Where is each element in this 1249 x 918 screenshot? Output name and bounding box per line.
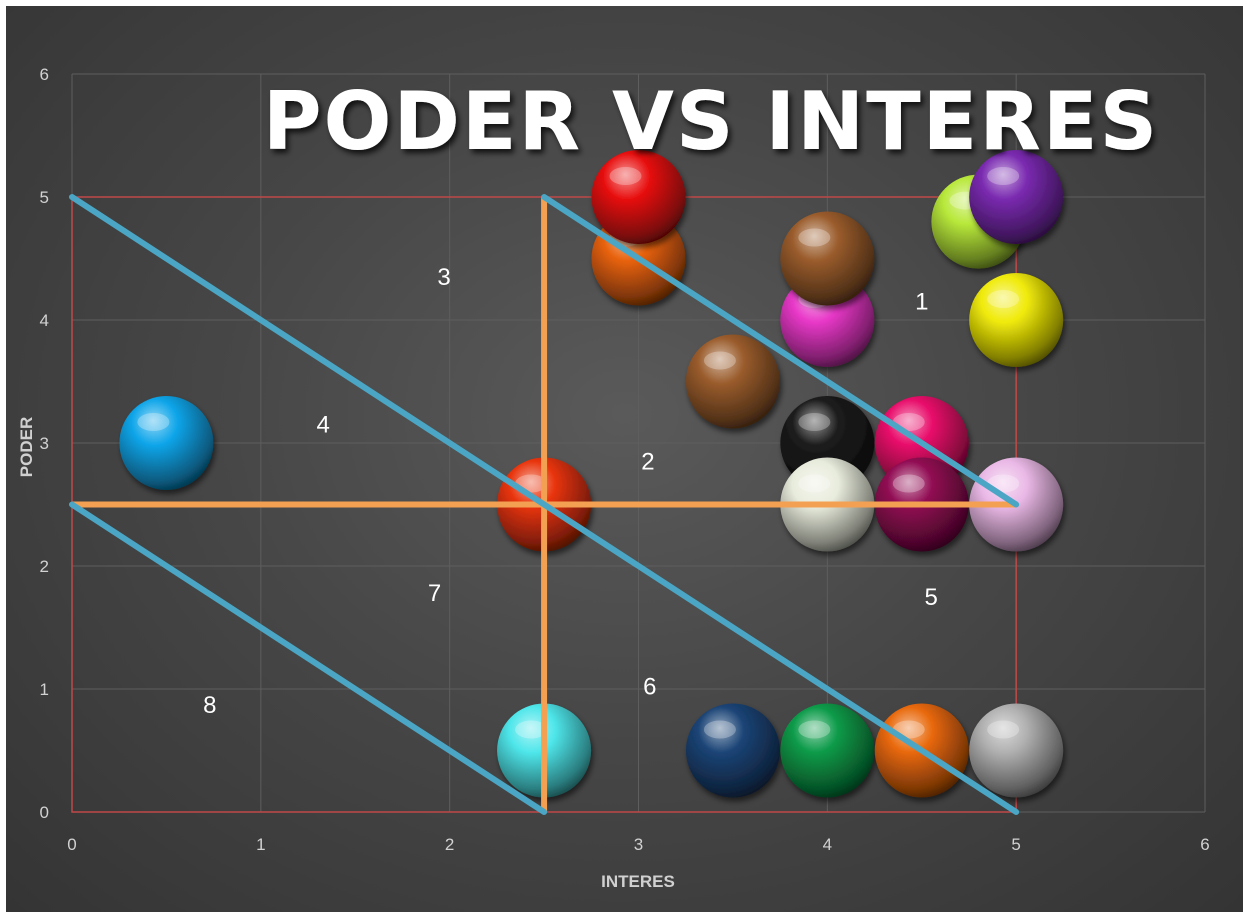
y-tick-label-5: 5 — [40, 188, 49, 207]
data-point-highlight-9 — [798, 413, 831, 431]
data-point-8 — [780, 211, 875, 306]
x-tick-label-0: 0 — [67, 835, 76, 854]
y-tick-label-2: 2 — [40, 557, 49, 576]
zone-label-3: 3 — [437, 264, 450, 291]
data-point-19 — [969, 703, 1064, 798]
y-tick-label-4: 4 — [40, 311, 49, 330]
data-point-highlight-5 — [703, 351, 736, 370]
data-point-ball-11 — [780, 703, 875, 798]
zone-labels: 1 2 3 4 5 6 7 8 — [203, 264, 938, 719]
zone-label-4: 4 — [316, 412, 329, 439]
y-axis-title: PODER — [17, 417, 36, 477]
axis-ticks: 0 1 2 3 4 5 6 0 1 2 3 4 5 6 — [40, 65, 1210, 854]
data-point-17 — [969, 273, 1064, 367]
diagonal-line-0 — [69, 194, 1020, 815]
chart-title: PODER VS INTERES — [263, 75, 1159, 168]
scatter-chart: 0 1 2 3 4 5 6 0 1 2 3 4 5 6 1 2 3 4 5 6 7 8 PODER VS INTERES… — [17, 65, 1210, 891]
data-point-ball-8 — [780, 211, 875, 306]
zone-label-2: 2 — [641, 448, 654, 475]
y-tick-label-3: 3 — [40, 434, 49, 453]
zone-label-1: 1 — [915, 289, 928, 316]
data-point-11 — [780, 703, 875, 798]
zone-label-5: 5 — [925, 584, 938, 611]
data-point-ball-4 — [591, 150, 686, 244]
zone-label-6: 6 — [643, 674, 656, 701]
data-point-5 — [685, 334, 780, 429]
data-point-highlight-6 — [703, 720, 736, 739]
y-tick-label-6: 6 — [40, 65, 49, 84]
data-point-highlight-0 — [137, 413, 170, 431]
quadrant-lines — [69, 194, 1020, 815]
data-point-ball-0 — [119, 396, 214, 490]
data-point-16 — [969, 150, 1064, 244]
data-point-ball-6 — [685, 703, 780, 798]
data-point-highlight-16 — [987, 167, 1020, 185]
data-point-ball-5 — [685, 334, 780, 429]
x-tick-label-5: 5 — [1011, 835, 1020, 854]
y-tick-label-0: 0 — [40, 803, 49, 822]
data-point-highlight-17 — [987, 290, 1020, 308]
data-point-highlight-2 — [515, 720, 548, 739]
x-axis-title: INTERES — [601, 872, 675, 891]
zone-label-7: 7 — [428, 580, 441, 607]
data-point-ball-17 — [969, 273, 1064, 367]
data-point-highlight-4 — [609, 167, 642, 185]
data-point-4 — [591, 150, 686, 244]
data-point-0 — [119, 396, 214, 490]
zone-label-8: 8 — [203, 692, 216, 719]
data-point-highlight-19 — [987, 720, 1020, 739]
data-point-highlight-8 — [798, 228, 831, 247]
diagonal-line-1 — [541, 194, 1020, 508]
diagonal-line-2 — [69, 501, 548, 815]
data-point-ball-16 — [969, 150, 1064, 244]
data-point-ball-19 — [969, 703, 1064, 798]
x-tick-label-4: 4 — [823, 835, 832, 854]
data-point-highlight-13 — [892, 474, 925, 493]
data-points — [119, 150, 1064, 798]
chart-frame: 0 1 2 3 4 5 6 0 1 2 3 4 5 6 1 2 3 4 5 6 7 8 PODER VS INTERES… — [6, 6, 1243, 912]
data-point-highlight-11 — [798, 720, 831, 739]
x-tick-label-6: 6 — [1200, 835, 1209, 854]
data-point-6 — [685, 703, 780, 798]
x-tick-label-2: 2 — [445, 835, 454, 854]
data-point-highlight-10 — [798, 474, 831, 493]
y-tick-label-1: 1 — [40, 680, 49, 699]
x-tick-label-3: 3 — [634, 835, 643, 854]
x-tick-label-1: 1 — [256, 835, 265, 854]
